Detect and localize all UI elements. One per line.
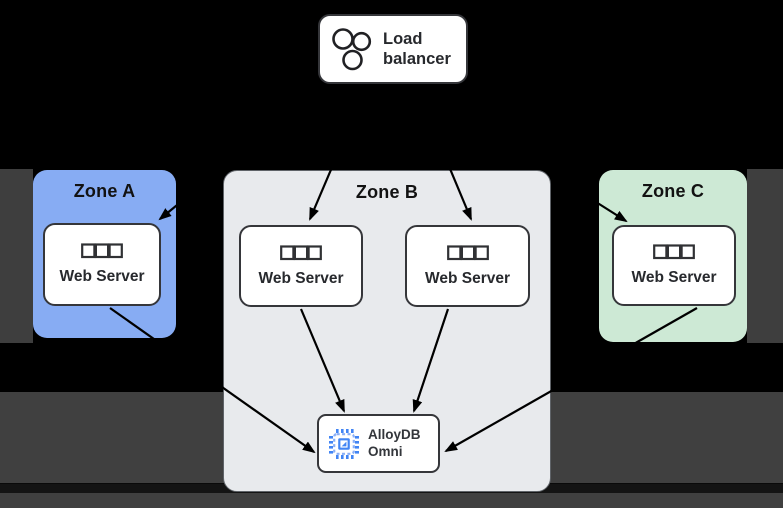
- web-server-label: Web Server: [59, 268, 145, 285]
- zone-c-title: Zone C: [641, 181, 705, 201]
- server-rack-icon: [280, 244, 322, 260]
- server-rack-icon: [81, 243, 123, 259]
- web-server-label: Web Server: [258, 269, 344, 287]
- load-balancer-circles-icon: [332, 28, 372, 71]
- web-server-node-zone-b-1: Web Server: [239, 225, 363, 307]
- alloydb-omni-node: AlloyDB Omni: [317, 414, 440, 473]
- server-rack-icon: [653, 244, 695, 260]
- web-server-node-zone-a: Web Server: [43, 223, 161, 306]
- zone-b-title: Zone B: [355, 182, 419, 202]
- web-server-node-zone-b-2: Web Server: [405, 225, 530, 307]
- web-server-label: Web Server: [631, 269, 717, 286]
- alloydb-omni-label: AlloyDB Omni: [368, 427, 421, 459]
- web-server-node-zone-c: Web Server: [612, 225, 736, 306]
- alloydb-chip-icon: [329, 428, 359, 459]
- background-band-right: [747, 169, 783, 343]
- load-balancer-node: Load balancer: [318, 14, 468, 84]
- server-rack-icon: [446, 244, 489, 260]
- load-balancer-label: Load balancer: [383, 30, 451, 68]
- zone-a-title: Zone A: [73, 181, 136, 201]
- background-band-left: [0, 169, 33, 343]
- web-server-label: Web Server: [424, 269, 510, 287]
